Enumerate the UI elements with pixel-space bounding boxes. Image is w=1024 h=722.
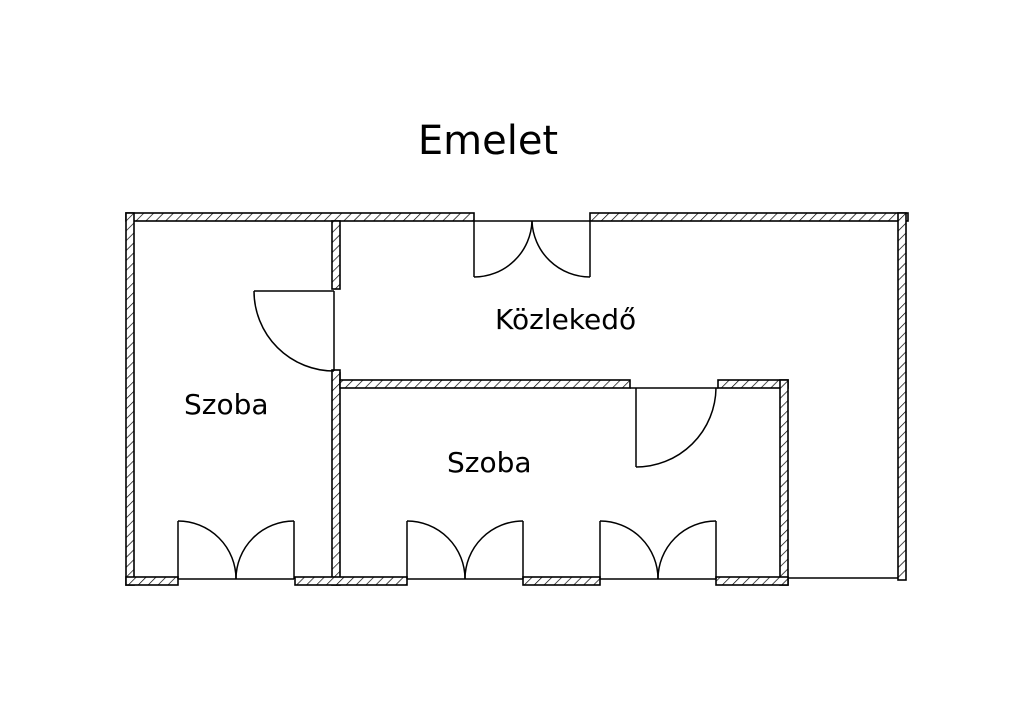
wall-partition-upper [331,220,341,290]
wall-inner-right [779,379,789,586]
door-left-room [253,290,335,372]
door-inner-room [630,387,718,468]
wall-left [125,212,135,586]
room-label-kozlekedo: Közlekedő [495,303,637,336]
wall-top-right [589,212,909,222]
wall-partition-lower [331,369,341,586]
wall-bottom-4 [715,576,789,586]
door-bottom-mid-double [406,520,524,580]
wall-inner-top-left [339,379,631,389]
wall-right [897,212,907,581]
door-bottom-right-double [599,520,717,580]
walls [125,212,909,586]
wall-bottom-3 [522,576,601,586]
room-label-szoba-inner: Szoba [447,446,532,479]
room-label-szoba-left: Szoba [184,388,269,421]
door-bottom-left-double [177,520,295,580]
wall-inner-top-right [717,379,789,389]
wall-top-left [125,212,475,222]
wall-bottom-1 [125,576,179,586]
door-top-double [473,220,591,278]
wall-bottom-2 [294,576,408,586]
floor-title: Emelet [417,118,559,164]
